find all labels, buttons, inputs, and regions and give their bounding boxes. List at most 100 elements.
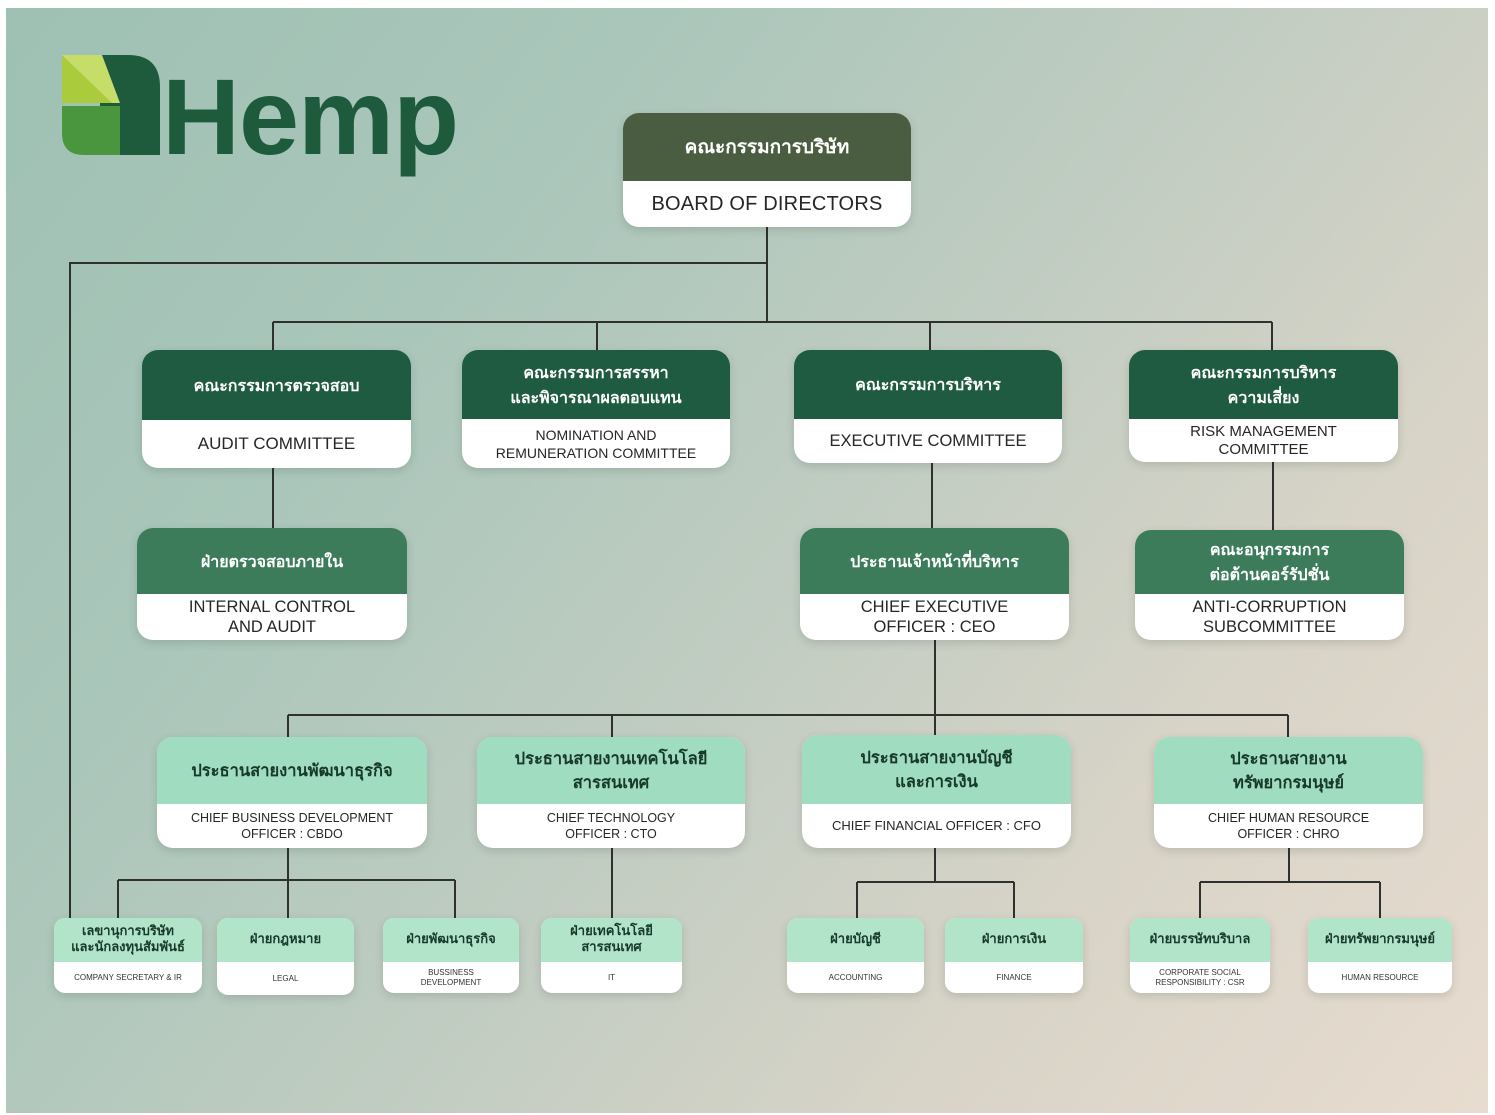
node-body: RISK MANAGEMENT COMMITTEE <box>1129 419 1398 462</box>
node-title-en: REMUNERATION COMMITTEE <box>495 444 697 461</box>
it-box: ฝ่ายเทคโนโลยี สารสนเทศ IT <box>541 918 682 993</box>
cto-box: ประธานสายงานเทคโนโลยี สารสนเทศ CHIEF TEC… <box>477 737 745 848</box>
node-header: คณะกรรมการบริหาร <box>794 350 1062 419</box>
node-title-en: ACCOUNTING <box>828 972 883 982</box>
node-title-th: ประธานสายงานเทคโนโลยี <box>514 748 708 768</box>
node-header: ฝ่ายทรัพยากรมนุษย์ <box>1308 918 1452 962</box>
node-header: คณะกรรมการสรรหา และพิจารณาผลตอบแทน <box>462 350 730 419</box>
node-title-en: FINANCE <box>996 972 1032 982</box>
node-title-en: INTERNAL CONTROL <box>188 598 356 616</box>
node-header: คณะอนุกรรมการ ต่อต้านคอร์รัปชั่น <box>1135 530 1404 594</box>
node-title-th: ประธานสายงานพัฒนาธุรกิจ <box>191 760 393 780</box>
node-title-en: CHIEF TECHNOLOGY <box>546 811 676 825</box>
risk-management-committee-box: คณะกรรมการบริหาร ความเสี่ยง RISK MANAGEM… <box>1129 350 1398 462</box>
connector-cbdo-departments <box>117 848 456 918</box>
node-header: ฝ่ายเทคโนโลยี สารสนเทศ <box>541 918 682 962</box>
node-title-th: ประธานเจ้าหน้าที่บริหาร <box>850 551 1019 571</box>
node-title-th: คณะกรรมการสรรหา <box>523 362 669 382</box>
node-title-en: BUSSINESS <box>428 967 474 977</box>
anti-corruption-subcommittee-box: คณะอนุกรรมการ ต่อต้านคอร์รัปชั่น ANTI-CO… <box>1135 530 1404 640</box>
node-title-th: และพิจารณาผลตอบแทน <box>510 387 682 407</box>
node-body: AUDIT COMMITTEE <box>142 420 411 468</box>
node-title-en: COMPANY SECRETARY & IR <box>74 972 182 982</box>
node-title-en: RESPONSIBILITY : CSR <box>1155 977 1245 987</box>
connector-board-committees <box>272 321 1273 350</box>
cfo-box: ประธานสายงานบัญชี และการเงิน CHIEF FINAN… <box>802 735 1071 848</box>
node-title-en: LEGAL <box>272 973 299 983</box>
node-title-en: IT <box>607 972 616 982</box>
accounting-box: ฝ่ายบัญชี ACCOUNTING <box>787 918 924 993</box>
node-title-th: ฝ่ายกฎหมาย <box>249 932 322 947</box>
node-body: BUSSINESS DEVELOPMENT <box>383 962 519 993</box>
node-title-en: ANTI-CORRUPTION <box>1192 598 1347 616</box>
node-header: ฝ่ายบรรษัทบริบาล <box>1130 918 1270 962</box>
board-of-directors-box: คณะกรรมการบริษัท BOARD OF DIRECTORS <box>623 113 911 227</box>
chro-box: ประธานสายงาน ทรัพยากรมนุษย์ CHIEF HUMAN … <box>1154 737 1423 848</box>
company-logo: Hemp <box>62 55 472 190</box>
node-header: ฝ่ายการเงิน <box>945 918 1083 962</box>
node-body: HUMAN RESOURCE <box>1308 962 1452 993</box>
csr-box: ฝ่ายบรรษัทบริบาล CORPORATE SOCIAL RESPON… <box>1130 918 1270 993</box>
node-body: FINANCE <box>945 962 1083 993</box>
node-body: CHIEF FINANCIAL OFFICER : CFO <box>802 804 1071 848</box>
node-header: ฝ่ายบัญชี <box>787 918 924 962</box>
node-body: BOARD OF DIRECTORS <box>623 181 911 227</box>
node-title-th: คณะกรรมการตรวจสอบ <box>193 375 360 395</box>
node-body: LEGAL <box>217 962 354 995</box>
node-title-th: คณะกรรมการบริหาร <box>855 375 1001 394</box>
node-body: CHIEF TECHNOLOGY OFFICER : CTO <box>477 804 745 848</box>
node-title-th: ประธานสายงานบัญชี <box>860 747 1013 767</box>
node-title-en: CHIEF EXECUTIVE <box>860 598 1009 616</box>
node-title-th: ความเสี่ยง <box>1227 387 1300 407</box>
node-header: ประธานเจ้าหน้าที่บริหาร <box>800 528 1069 594</box>
node-title-th: คณะกรรมการบริหาร <box>1190 362 1337 382</box>
node-title-th: ประธานสายงาน <box>1230 748 1347 768</box>
node-title-th: ต่อต้านคอร์รัปชั่น <box>1209 565 1330 584</box>
audit-committee-box: คณะกรรมการตรวจสอบ AUDIT COMMITTEE <box>142 350 411 468</box>
node-body: INTERNAL CONTROL AND AUDIT <box>137 594 407 640</box>
node-title-th: สารสนเทศ <box>581 940 642 955</box>
node-title-en: CHIEF HUMAN RESOURCE <box>1207 811 1370 825</box>
node-header: ประธานสายงานเทคโนโลยี สารสนเทศ <box>477 737 745 804</box>
node-title-th: คณะกรรมการบริษัท <box>684 136 850 158</box>
node-header: คณะกรรมการบริหาร ความเสี่ยง <box>1129 350 1398 419</box>
node-header: เลขานุการบริษัท และนักลงทุนสัมพันธ์ <box>54 918 202 962</box>
node-title-th: เลขานุการบริษัท <box>81 924 174 939</box>
node-title-th: ฝ่ายพัฒนาธุรกิจ <box>406 932 496 947</box>
node-title-th: สารสนเทศ <box>572 772 650 792</box>
node-title-en: SUBCOMMITTEE <box>1203 618 1336 636</box>
node-body: IT <box>541 962 682 993</box>
node-title-en: RISK MANAGEMENT <box>1190 422 1337 440</box>
node-header: คณะกรรมการตรวจสอบ <box>142 350 411 420</box>
node-title-en: OFFICER : CEO <box>873 618 996 636</box>
leaf-logo-icon <box>62 55 160 155</box>
node-title-en: OFFICER : CHRO <box>1237 827 1340 841</box>
node-title-en: DEVELOPMENT <box>420 977 482 987</box>
node-body: EXECUTIVE COMMITTEE <box>794 419 1062 463</box>
node-title-th: และการเงิน <box>895 771 978 791</box>
logo-wordmark: Hemp <box>162 56 459 177</box>
node-title-th: ฝ่ายเทคโนโลยี <box>570 924 653 939</box>
human-resource-box: ฝ่ายทรัพยากรมนุษย์ HUMAN RESOURCE <box>1308 918 1452 993</box>
node-title-en: EXECUTIVE COMMITTEE <box>829 432 1027 450</box>
node-title-en: NOMINATION AND <box>535 426 657 443</box>
node-body: NOMINATION AND REMUNERATION COMMITTEE <box>462 419 730 468</box>
connector-ceo-chiefs <box>287 640 1289 737</box>
node-title-th: ทรัพยากรมนุษย์ <box>1232 772 1345 792</box>
node-title-en: AND AUDIT <box>227 618 316 636</box>
node-title-en: AUDIT COMMITTEE <box>197 434 356 453</box>
node-title-th: คณะอนุกรรมการ <box>1209 540 1330 559</box>
internal-control-audit-box: ฝ่ายตรวจสอบภายใน INTERNAL CONTROL AND AU… <box>137 528 407 640</box>
business-development-box: ฝ่ายพัฒนาธุรกิจ BUSSINESS DEVELOPMENT <box>383 918 519 993</box>
executive-committee-box: คณะกรรมการบริหาร EXECUTIVE COMMITTEE <box>794 350 1062 463</box>
connector-chro-departments <box>1199 848 1381 918</box>
legal-box: ฝ่ายกฎหมาย LEGAL <box>217 918 354 995</box>
ceo-box: ประธานเจ้าหน้าที่บริหาร CHIEF EXECUTIVE … <box>800 528 1069 640</box>
nomination-committee-box: คณะกรรมการสรรหา และพิจารณาผลตอบแทน NOMIN… <box>462 350 730 468</box>
node-header: ประธานสายงานบัญชี และการเงิน <box>802 735 1071 804</box>
node-header: ฝ่ายพัฒนาธุรกิจ <box>383 918 519 962</box>
node-body: ANTI-CORRUPTION SUBCOMMITTEE <box>1135 594 1404 640</box>
node-title-en: BOARD OF DIRECTORS <box>651 192 883 215</box>
node-title-en: CHIEF FINANCIAL OFFICER : CFO <box>832 818 1041 833</box>
node-body: ACCOUNTING <box>787 962 924 993</box>
